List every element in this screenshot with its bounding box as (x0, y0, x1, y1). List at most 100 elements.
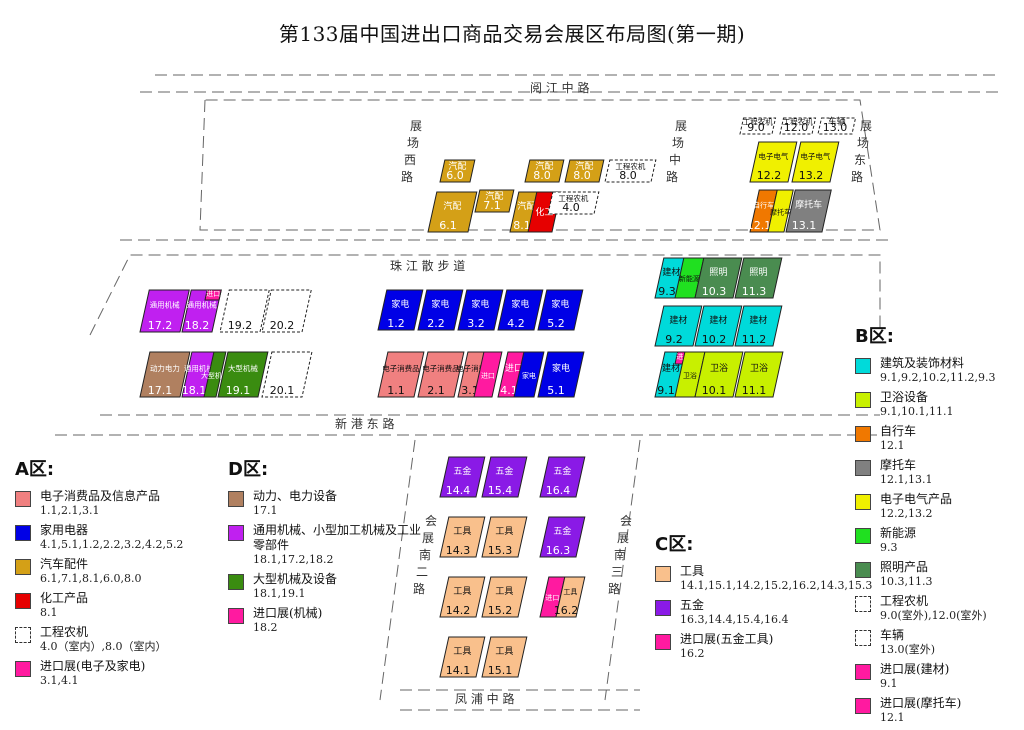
booth-c-10[interactable] (439, 636, 486, 678)
booth-a_main-0[interactable] (377, 289, 424, 331)
booth-a_main-4[interactable] (537, 289, 584, 331)
legend-swatch (15, 559, 31, 575)
booth-number: 14.2 (446, 604, 471, 617)
booth-c-4[interactable] (481, 516, 528, 558)
booth-c-2[interactable] (539, 456, 586, 498)
booth-c-1[interactable] (481, 456, 528, 498)
booth-number: 18.1 (182, 384, 207, 397)
booth-label: 电子消费品 (456, 363, 494, 373)
booth-b_main-6[interactable] (734, 305, 783, 347)
booth-number: 7.1 (483, 199, 501, 212)
booth-d-9[interactable] (261, 351, 313, 398)
booth-d-8[interactable] (217, 351, 269, 398)
booth-b_top-1[interactable] (779, 117, 817, 135)
booth-number: 8.0 (533, 169, 551, 182)
booth-b_top-7[interactable] (785, 189, 832, 233)
booth-b_main-10[interactable] (694, 351, 744, 398)
legend-swatch (855, 562, 871, 578)
booth-b_top-4[interactable] (791, 141, 840, 183)
booth-d-4[interactable] (261, 289, 312, 333)
legend-swatch (15, 627, 31, 643)
booth-a_main-3[interactable] (497, 289, 544, 331)
booth-number: 8.0 (573, 169, 591, 182)
booth-number: 5.1 (547, 384, 565, 397)
booth-a_main-5[interactable] (377, 351, 425, 398)
page-title: 第133届中国进出口商品交易会展区布局图(第一期) (278, 22, 746, 46)
booth-c-6[interactable] (439, 576, 486, 618)
booth-number: 12.1 (747, 219, 772, 232)
legend-name: 通用机械、小型加工机械及工业零部件 (253, 523, 422, 552)
booth-a_main-2[interactable] (457, 289, 504, 331)
booth-label: 电子电气 (758, 151, 788, 161)
booth-label: 家电 (471, 298, 489, 310)
booth-label: 汽配 (517, 200, 535, 212)
booth-number: 16.2 (554, 604, 579, 617)
booth-d-3[interactable] (219, 289, 270, 333)
booth-b_main-2[interactable] (694, 257, 743, 299)
booth-number: 12.0 (784, 121, 809, 134)
legend-codes: 9.1,9.2,10.2,11.2,9.3 (880, 371, 996, 384)
booth-b_top-3[interactable] (749, 141, 798, 183)
legend-swatch (655, 566, 671, 582)
booth-a_top-4[interactable] (604, 159, 657, 183)
legend-codes: 4.0（室内）,8.0（室内） (40, 640, 167, 653)
booth-label: 工程农机 (615, 161, 645, 171)
booth-c-5[interactable] (539, 516, 586, 558)
booth-b_main-3[interactable] (734, 257, 783, 299)
booth-b_main-4[interactable] (654, 305, 703, 347)
booth-a_main-10[interactable] (513, 351, 545, 398)
booth-a_top-8[interactable] (547, 191, 600, 215)
legend-codes: 3.1,4.1 (40, 674, 79, 687)
booth-d-2[interactable] (204, 289, 222, 301)
booth-a_top-5[interactable] (427, 191, 478, 233)
booth-label: 工具 (453, 646, 471, 657)
booth-d-0[interactable] (139, 289, 190, 333)
booth-c-11[interactable] (481, 636, 528, 678)
booth-number: 6.0 (446, 169, 464, 182)
booth-label: 卫浴 (710, 363, 728, 374)
booth-b_top-6[interactable] (767, 189, 794, 233)
booth-b_main-5[interactable] (694, 305, 743, 347)
booth-a_top-0[interactable] (439, 159, 476, 183)
booth-a_top-1[interactable] (474, 189, 515, 213)
legend-name: 五金 (680, 598, 705, 612)
booth-a_main-6[interactable] (417, 351, 465, 398)
booth-label: 自行车 (753, 201, 774, 210)
legend-swatch (855, 528, 871, 544)
booth-b_top-2[interactable] (817, 117, 857, 135)
legend-name: 自行车 (880, 424, 917, 438)
booth-a_main-8[interactable] (473, 351, 503, 398)
booth-c-0[interactable] (439, 456, 486, 498)
booth-label: 工具 (495, 586, 513, 597)
booth-b_top-0[interactable] (739, 117, 777, 135)
booth-a_main-11[interactable] (537, 351, 585, 398)
legend-name: 进口展(五金工具) (680, 632, 774, 646)
booth-b_main-11[interactable] (734, 351, 784, 398)
booth-d-5[interactable] (139, 351, 191, 398)
booth-c-9[interactable] (555, 576, 586, 618)
booth-a_top-2[interactable] (524, 159, 565, 183)
legend-name: 卫浴设备 (880, 390, 929, 404)
booth-a_main-1[interactable] (417, 289, 464, 331)
booth-c-7[interactable] (481, 576, 528, 618)
booth-label: 汽配 (485, 190, 503, 202)
booth-label: 通用机械 (184, 363, 214, 373)
legend-codes: 12.1 (880, 711, 905, 724)
legend-name: 摩托车 (880, 458, 917, 472)
legend-b-heading: B区: (855, 326, 894, 347)
booth-label: 照明 (749, 267, 767, 278)
booth-c-3[interactable] (439, 516, 486, 558)
booth-d-7[interactable] (203, 351, 227, 398)
booth-layer: 汽配6.0汽配7.1汽配8.0汽配8.0工程农机8.0汽配6.1汽配8.1化工工… (139, 116, 857, 678)
legend-swatch (655, 600, 671, 616)
booth-label: 动力电力 (150, 363, 180, 373)
booth-a_top-3[interactable] (564, 159, 605, 183)
